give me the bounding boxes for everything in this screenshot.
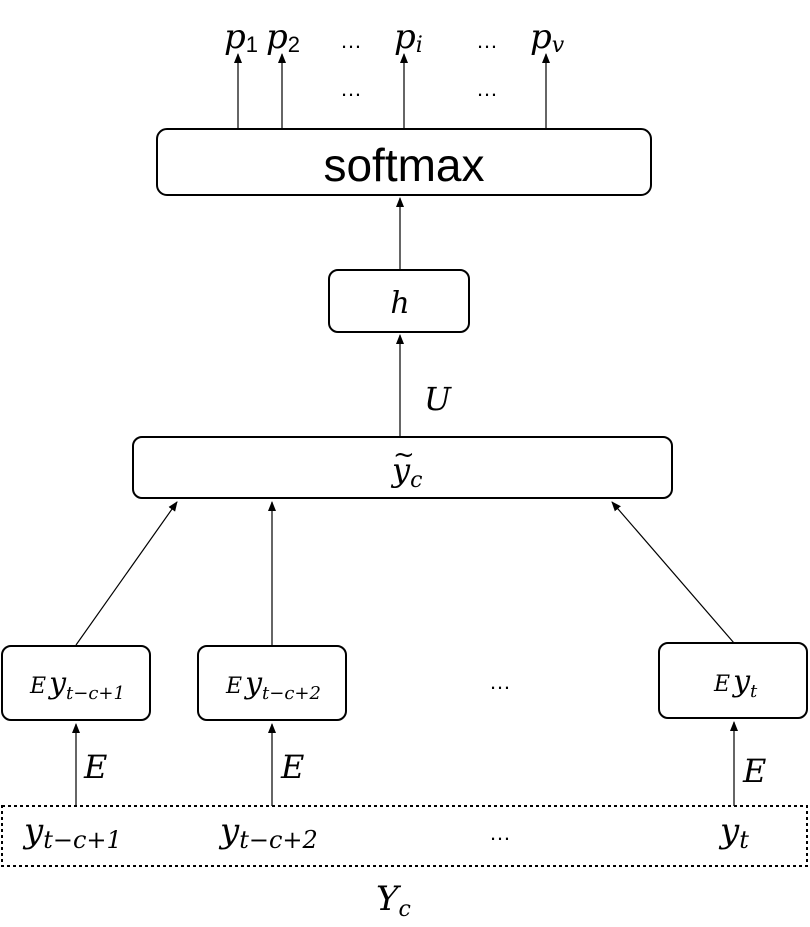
matrix-E-label-3: E [742, 752, 766, 790]
softmax-output-arrows [234, 53, 550, 129]
output-ellipsis-mid-2: … [476, 76, 498, 101]
arrow-emb1-to-ytilde [75, 501, 178, 646]
softmax-label: softmax [323, 139, 484, 191]
output-p2: p2 [266, 17, 300, 57]
input-label-2: yt−c+2 [218, 811, 318, 854]
input-label-3: yt [718, 811, 749, 854]
hidden-label: h [390, 286, 409, 321]
ytilde-tilde-mark: ~ [393, 440, 415, 470]
softmax-box [156, 128, 652, 196]
ytilde-box [132, 436, 673, 499]
ytilde-label: yc [390, 451, 422, 493]
embedding-to-ytilde-arrows [75, 501, 735, 646]
context-Yc-label: Yc [376, 879, 411, 922]
output-pi: pi [394, 17, 423, 58]
output-pv: pv [530, 17, 565, 58]
output-labels: p1 p2 … pi … pv … … [224, 17, 565, 101]
matrix-E-label-1: E [83, 748, 107, 786]
arrow-emb3-to-ytilde [611, 501, 735, 644]
input-to-embedding-arrows [72, 721, 738, 806]
input-ellipsis: … [489, 820, 511, 845]
embedding-ellipsis: … [489, 669, 511, 694]
hidden-box [328, 269, 470, 333]
matrix-E-label-2: E [280, 748, 304, 786]
output-p1: p1 [224, 17, 258, 57]
output-ellipsis-1: … [340, 28, 362, 53]
input-context-box [1, 805, 808, 867]
output-ellipsis-2: … [476, 28, 498, 53]
output-ellipsis-mid-1: … [340, 76, 362, 101]
input-label-1: yt−c+1 [22, 811, 122, 854]
weight-U-label: U [424, 380, 452, 418]
